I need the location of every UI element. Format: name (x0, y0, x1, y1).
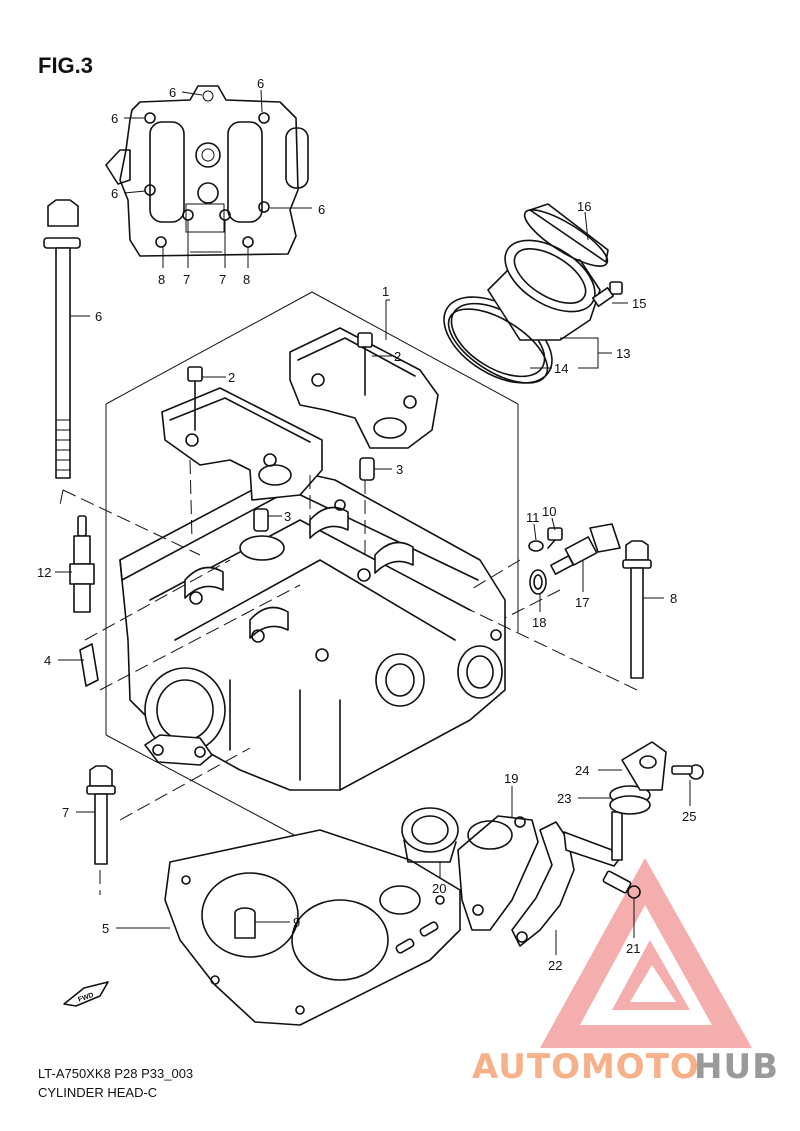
callout-2-right: 2 (394, 349, 401, 364)
washer-small (528, 540, 544, 552)
model-code-line: LT-A750XK8 P28 P33_003 (38, 1066, 193, 1081)
watermark-text-automoto: AUTOMOTO (472, 1047, 700, 1087)
callout-3-lower: 3 (284, 509, 291, 524)
cylinder-head-assembly-frame (105, 291, 519, 853)
callout-10: 10 (542, 504, 556, 519)
intake-pipe-bolt (591, 281, 623, 308)
cap-bolt (671, 764, 704, 780)
temperature-sensor (550, 523, 621, 575)
camshaft-holder-left (161, 387, 323, 501)
callout-7: 7 (62, 805, 69, 820)
callout-14: 14 (554, 361, 568, 376)
sensor-bolt (547, 527, 563, 549)
callout-top-6-d: 6 (111, 186, 118, 201)
callout-22: 22 (548, 958, 562, 973)
watermark: AUTOMOTO HUB (472, 858, 779, 1087)
cap-holder (621, 741, 667, 791)
top-view-callouts: 6 6 6 6 6 8 7 7 8 (111, 76, 325, 287)
thermostat-housing (457, 815, 539, 931)
callout-15: 15 (632, 296, 646, 311)
callout-top-7-a: 7 (183, 272, 190, 287)
callout-top-6-b: 6 (257, 76, 264, 91)
callout-12: 12 (37, 565, 51, 580)
cylinder-head-gasket (164, 829, 461, 1026)
callout-6: 6 (95, 309, 102, 324)
cylinder-head-bolt-short (86, 765, 116, 865)
intake-pipe-assembly (443, 203, 609, 384)
watermark-text-hub: HUB (694, 1047, 779, 1087)
callout-5: 5 (102, 921, 109, 936)
callout-8: 8 (670, 591, 677, 606)
callout-top-6-e: 6 (318, 202, 325, 217)
callout-1: 1 (382, 284, 389, 299)
callout-21: 21 (626, 941, 640, 956)
callout-16: 16 (577, 199, 591, 214)
gasket-dowel-pin (234, 907, 256, 939)
dowel-pin-lower (253, 508, 269, 532)
callout-9: 9 (293, 915, 300, 930)
diagram-title: CYLINDER HEAD-C (38, 1085, 157, 1100)
callout-top-6-c: 6 (111, 111, 118, 126)
callout-25: 25 (682, 809, 696, 824)
spark-plug (69, 515, 95, 613)
stud-pin (79, 643, 99, 687)
top-view-cylinder-head (105, 85, 309, 257)
main-callouts: 1 2 2 3 3 4 5 6 7 8 9 10 11 (37, 199, 696, 973)
callout-20: 20 (432, 881, 446, 896)
callout-top-7-b: 7 (219, 272, 226, 287)
cylinder-head-body (119, 469, 506, 791)
callout-19: 19 (504, 771, 518, 786)
callout-2-left: 2 (228, 370, 235, 385)
fwd-arrow: FWD (63, 981, 109, 1007)
camshaft-holder-right (289, 327, 439, 449)
assembly-guide-lines (59, 459, 638, 895)
callout-top-8-a: 8 (158, 272, 165, 287)
callout-18: 18 (532, 615, 546, 630)
callout-23: 23 (557, 791, 571, 806)
callout-11: 11 (526, 510, 540, 525)
callout-17: 17 (575, 595, 589, 610)
watermark-logo (540, 858, 752, 1048)
callout-24: 24 (575, 763, 589, 778)
callout-top-8-b: 8 (243, 272, 250, 287)
callout-4: 4 (44, 653, 51, 668)
callout-top-6-a: 6 (169, 85, 176, 100)
thermostat (401, 807, 459, 863)
gasket-washer (529, 569, 547, 595)
callout-3-upper: 3 (396, 462, 403, 477)
dowel-pin-upper (359, 457, 375, 481)
cylinder-bolt-right (622, 540, 652, 679)
cylinder-head-bolt-long (43, 199, 81, 479)
camshaft-holder-bolt-right (357, 332, 373, 396)
callout-13: 13 (616, 346, 630, 361)
figure-label: FIG.3 (38, 53, 93, 78)
camshaft-holder-bolt-left (187, 366, 203, 431)
